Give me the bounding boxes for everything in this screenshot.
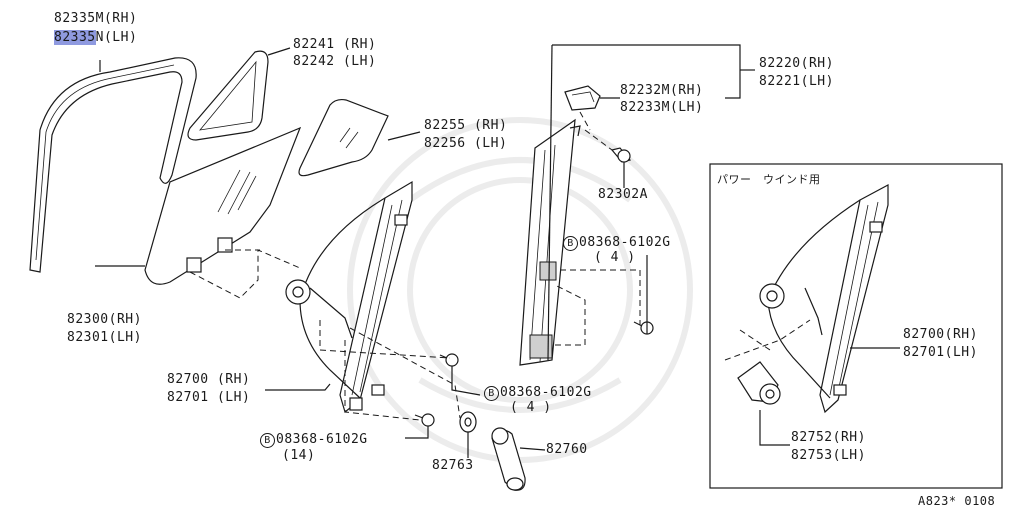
bolt-lower xyxy=(414,413,435,427)
inset-title: パワー ウインド用 xyxy=(717,173,821,186)
label-inset-82701-lh: 82701(LH) xyxy=(903,345,978,360)
label-82700-rh: 82700 (RH) xyxy=(167,372,251,387)
power-window-inset xyxy=(709,163,1003,489)
door-glass xyxy=(144,126,302,285)
label-82763: 82763 xyxy=(432,458,474,473)
bolt-upper-number: 08368-6102G xyxy=(579,235,671,250)
label-inset-82753-lh: 82753(LH) xyxy=(791,448,866,463)
label-bolt-upper-qty: ( 4 ) xyxy=(594,250,636,265)
label-82301-lh: 82301(LH) xyxy=(67,330,142,345)
bolt-lower-marker: B xyxy=(260,433,275,448)
label-82760: 82760 xyxy=(546,442,588,457)
label-82233-lh: 82233M(LH) xyxy=(620,100,704,115)
label-82300-rh: 82300(RH) xyxy=(67,312,142,327)
label-82220-rh: 82220(RH) xyxy=(759,56,834,71)
bolt-upper xyxy=(633,321,654,335)
center-sash xyxy=(519,118,581,366)
sash-screw xyxy=(610,147,632,163)
label-82335-lh-highlight: 82335 xyxy=(54,30,96,45)
label-82335-lh-suffix: N(LH) xyxy=(95,30,138,45)
label-82242-lh: 82242 (LH) xyxy=(293,54,377,69)
diagram-code: A823* 0108 xyxy=(918,494,996,508)
bolt-upper-marker: B xyxy=(563,236,578,251)
label-82302a: 82302A xyxy=(598,187,648,202)
label-inset-82752-rh: 82752(RH) xyxy=(791,430,866,445)
label-82221-lh: 82221(LH) xyxy=(759,74,834,89)
corner-glass xyxy=(187,50,269,141)
label-82232-rh: 82232M(RH) xyxy=(620,83,704,98)
window-crank-handle xyxy=(491,427,526,491)
quarter-glass xyxy=(298,98,389,177)
assembly-dashed-lines xyxy=(189,111,641,421)
handle-washer xyxy=(459,411,477,433)
window-regulator xyxy=(285,180,413,414)
label-82335-rh: 82335M(RH) xyxy=(54,11,138,26)
label-82255-rh: 82255 (RH) xyxy=(424,118,508,133)
glass-run-channel xyxy=(29,57,197,273)
label-bolt-lower-qty: (14) xyxy=(282,448,316,463)
label-82701-lh: 82701 (LH) xyxy=(167,390,251,405)
bolt-lower-number: 08368-6102G xyxy=(276,432,368,447)
label-bolt-middle-qty: ( 4 ) xyxy=(510,400,552,415)
sash-clip xyxy=(564,85,601,111)
label-82335-lh: 82335N(LH) xyxy=(54,30,138,45)
bolt-middle-number: 08368-6102G xyxy=(500,385,592,400)
label-82256-lh: 82256 (LH) xyxy=(424,136,508,151)
label-82241-rh: 82241 (RH) xyxy=(293,37,377,52)
bolt-middle-marker: B xyxy=(484,386,499,401)
leader-lines xyxy=(95,44,755,458)
label-inset-82700-rh: 82700(RH) xyxy=(903,327,978,342)
